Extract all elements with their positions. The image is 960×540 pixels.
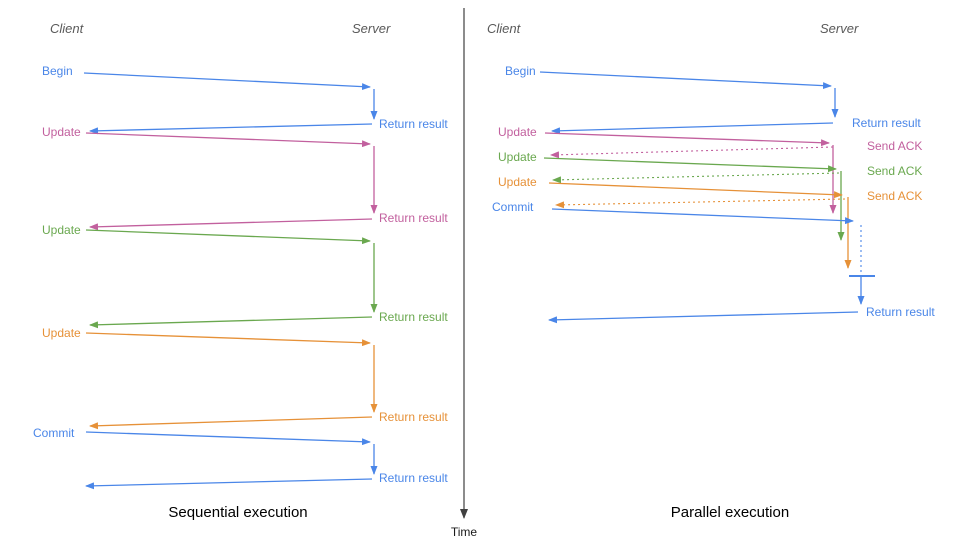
par-update2-label: Update — [498, 150, 537, 164]
seq-commit-response-arrow — [85, 478, 373, 490]
par-begin-label: Begin — [505, 64, 536, 78]
par-update1-ack-arrow — [550, 146, 834, 159]
sequential-panel: Client Server Begin Return result Update… — [33, 21, 448, 521]
par-begin-response-arrow — [551, 122, 834, 135]
parallel-caption: Parallel execution — [671, 504, 789, 521]
par-client-header: Client — [487, 21, 522, 36]
seq-begin-label: Begin — [42, 64, 73, 78]
par-update3-ack-label: Send ACK — [867, 189, 922, 203]
par-update1-request-arrow — [544, 132, 830, 147]
seq-server-header: Server — [352, 21, 391, 36]
seq-update1-label: Update — [42, 125, 81, 139]
seq-update2-response-arrow — [89, 316, 373, 329]
seq-update2-request-arrow — [85, 229, 371, 245]
seq-update2-response-label: Return result — [379, 310, 448, 324]
par-server-header: Server — [820, 21, 859, 36]
seq-update2-label: Update — [42, 223, 81, 237]
seq-update3-response-arrow — [89, 416, 373, 430]
par-update1-ack-label: Send ACK — [867, 139, 922, 153]
par-update3-label: Update — [498, 175, 537, 189]
seq-update3-response-label: Return result — [379, 410, 448, 424]
par-update2-request-arrow — [543, 157, 837, 173]
seq-commit-request-arrow — [85, 431, 371, 446]
seq-commit-response-label: Return result — [379, 471, 448, 485]
par-begin-request-arrow — [539, 71, 832, 90]
par-update1-label: Update — [498, 125, 537, 139]
seq-commit-label: Commit — [33, 426, 75, 440]
par-commit-response-arrow — [548, 311, 859, 324]
seq-update1-response-arrow — [89, 218, 373, 231]
par-begin-response-label: Return result — [852, 116, 921, 130]
par-commit-request-arrow — [551, 208, 854, 225]
time-axis-label: Time — [451, 525, 478, 539]
parallel-panel: Client Server Begin Return result Update… — [487, 21, 935, 521]
par-update2-ack-label: Send ACK — [867, 164, 922, 178]
par-update3-ack-arrow — [555, 198, 846, 209]
par-update2-ack-arrow — [552, 172, 840, 184]
seq-update1-request-arrow — [85, 132, 371, 148]
seq-update3-label: Update — [42, 326, 81, 340]
seq-begin-request-arrow — [83, 72, 371, 91]
par-update3-request-arrow — [548, 182, 843, 199]
seq-begin-response-arrow — [89, 123, 373, 135]
seq-update3-request-arrow — [85, 332, 371, 347]
par-commit-response-label: Return result — [866, 305, 935, 319]
sequential-caption: Sequential execution — [168, 504, 307, 521]
seq-update1-response-label: Return result — [379, 211, 448, 225]
seq-client-header: Client — [50, 21, 85, 36]
par-commit-label: Commit — [492, 200, 534, 214]
seq-begin-response-label: Return result — [379, 117, 448, 131]
